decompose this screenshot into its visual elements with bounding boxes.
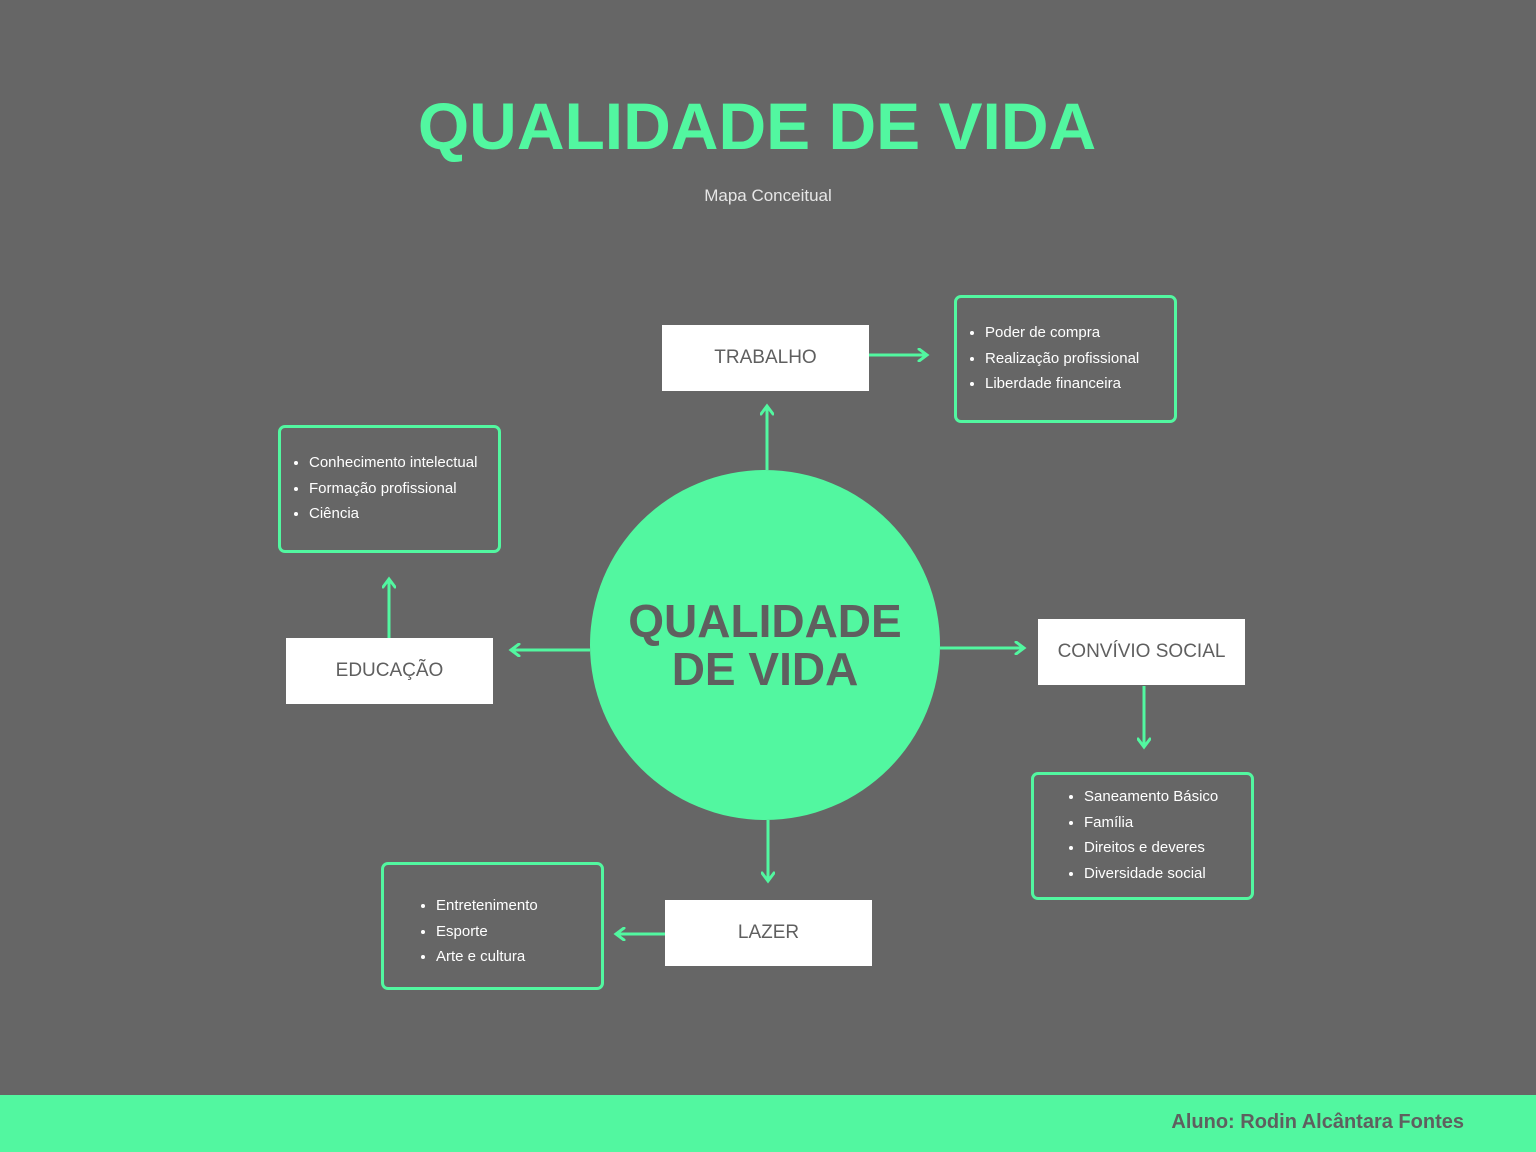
list-item: Realização profissional bbox=[985, 346, 1174, 372]
page-subtitle: Mapa Conceitual bbox=[704, 186, 832, 205]
list-item: Conhecimento intelectual bbox=[309, 450, 498, 476]
list-item: Ciência bbox=[309, 501, 498, 527]
list-convivio-social: Saneamento Básico Família Direitos e dev… bbox=[1031, 772, 1254, 900]
node-convivio-social: CONVÍVIO SOCIAL bbox=[1038, 619, 1245, 685]
list-item: Saneamento Básico bbox=[1084, 784, 1251, 810]
node-lazer: LAZER bbox=[665, 900, 872, 966]
list-item: Formação profissional bbox=[309, 476, 498, 502]
list-item: Poder de compra bbox=[985, 320, 1174, 346]
list-trabalho: Poder de compra Realização profissional … bbox=[954, 295, 1177, 423]
list-item: Esporte bbox=[436, 919, 601, 945]
center-concept: QUALIDADE DE VIDA bbox=[590, 470, 940, 820]
list-item: Família bbox=[1084, 810, 1251, 836]
node-educacao: EDUCAÇÃO bbox=[286, 638, 493, 704]
page-title: QUALIDADE DE VIDA bbox=[417, 89, 1097, 163]
list-lazer: Entretenimento Esporte Arte e cultura bbox=[381, 862, 604, 990]
list-item: Entretenimento bbox=[436, 893, 601, 919]
list-item: Liberdade financeira bbox=[985, 371, 1174, 397]
center-line-1: QUALIDADE bbox=[628, 595, 902, 647]
footer-bar bbox=[0, 1095, 1536, 1152]
list-item: Direitos e deveres bbox=[1084, 835, 1251, 861]
center-line-2: DE VIDA bbox=[671, 643, 859, 695]
list-item: Arte e cultura bbox=[436, 944, 601, 970]
list-item: Diversidade social bbox=[1084, 861, 1251, 887]
list-educacao: Conhecimento intelectual Formação profis… bbox=[278, 425, 501, 553]
author-credit: Aluno: Rodin Alcântara Fontes bbox=[1171, 1111, 1464, 1133]
node-trabalho: TRABALHO bbox=[662, 325, 869, 391]
